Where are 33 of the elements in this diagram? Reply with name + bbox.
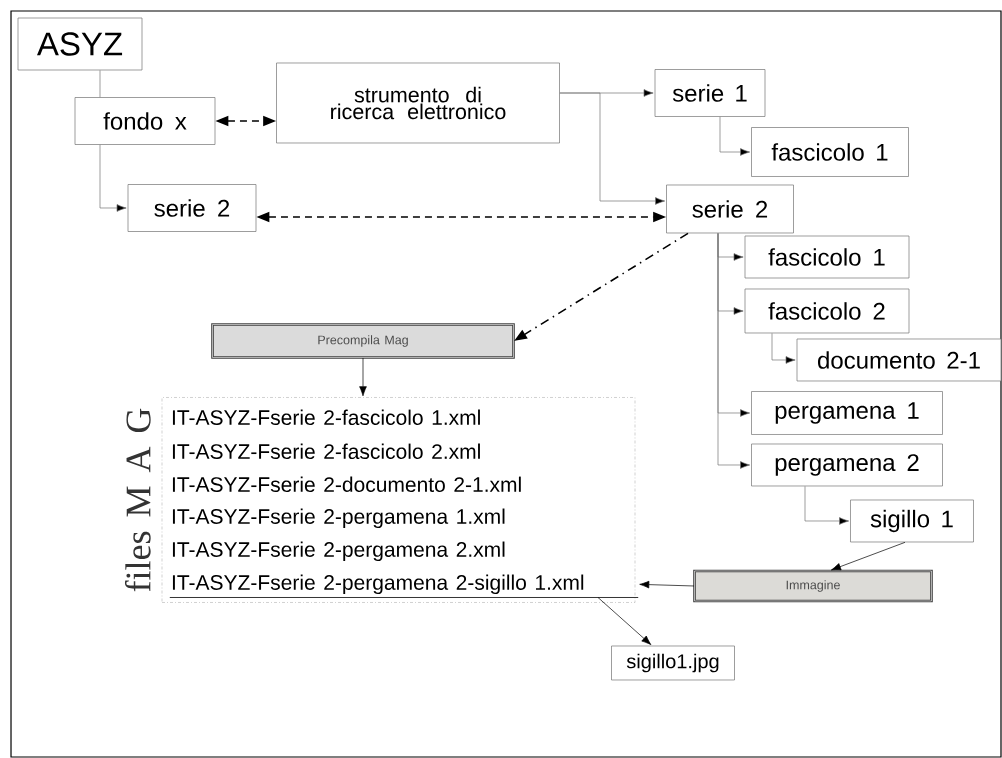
text-box: strumento di ricerca elettronico xyxy=(276,62,560,144)
text-box: fascicolo 1 xyxy=(744,235,910,279)
button: Precompila Mag xyxy=(211,323,515,359)
arrow xyxy=(559,92,665,205)
node-label: files M A G xyxy=(124,408,151,592)
arrow xyxy=(831,542,906,571)
text-box: serie 2 xyxy=(127,184,257,232)
text-box: pergamena 2 xyxy=(751,443,943,487)
text-box: documento 2-1 xyxy=(796,338,1002,382)
text-box: sigillo1.jpg xyxy=(611,645,735,681)
arrow xyxy=(804,486,849,525)
text-box: sigillo 1 xyxy=(850,499,974,543)
arrow xyxy=(717,233,750,469)
text-box: fondo x xyxy=(74,97,216,145)
text-box: serie 1 xyxy=(654,69,766,117)
button: Immagine xyxy=(693,569,933,603)
file-name: IT-ASYZ-Fserie 2-pergamena 1.xml xyxy=(172,508,505,529)
file-name: IT-ASYZ-Fserie 2-fascicolo 1.xml xyxy=(172,409,480,425)
file-name: IT-ASYZ-Fserie 2-fascicolo 2.xml xyxy=(172,443,480,459)
text-box: ASYZ xyxy=(17,17,143,71)
text-box: pergamena 1 xyxy=(751,391,943,435)
file-name: IT-ASYZ-Fserie 2-pergamena 2-sigillo 1.xml xyxy=(169,574,639,598)
arrow xyxy=(359,357,367,397)
file-name: IT-ASYZ-Fserie 2-pergamena 2.xml xyxy=(172,541,505,562)
arrow xyxy=(99,144,127,212)
text-box: fascicolo 2 xyxy=(744,288,910,334)
arrow xyxy=(719,116,750,156)
text-box: fascicolo 1 xyxy=(751,127,909,177)
arrow xyxy=(771,333,796,364)
file-name: IT-ASYZ-Fserie 2-documento 2-1.xml xyxy=(172,476,521,492)
text-box: serie 2 xyxy=(666,184,794,234)
arrow xyxy=(597,597,652,645)
arrow xyxy=(639,580,695,589)
